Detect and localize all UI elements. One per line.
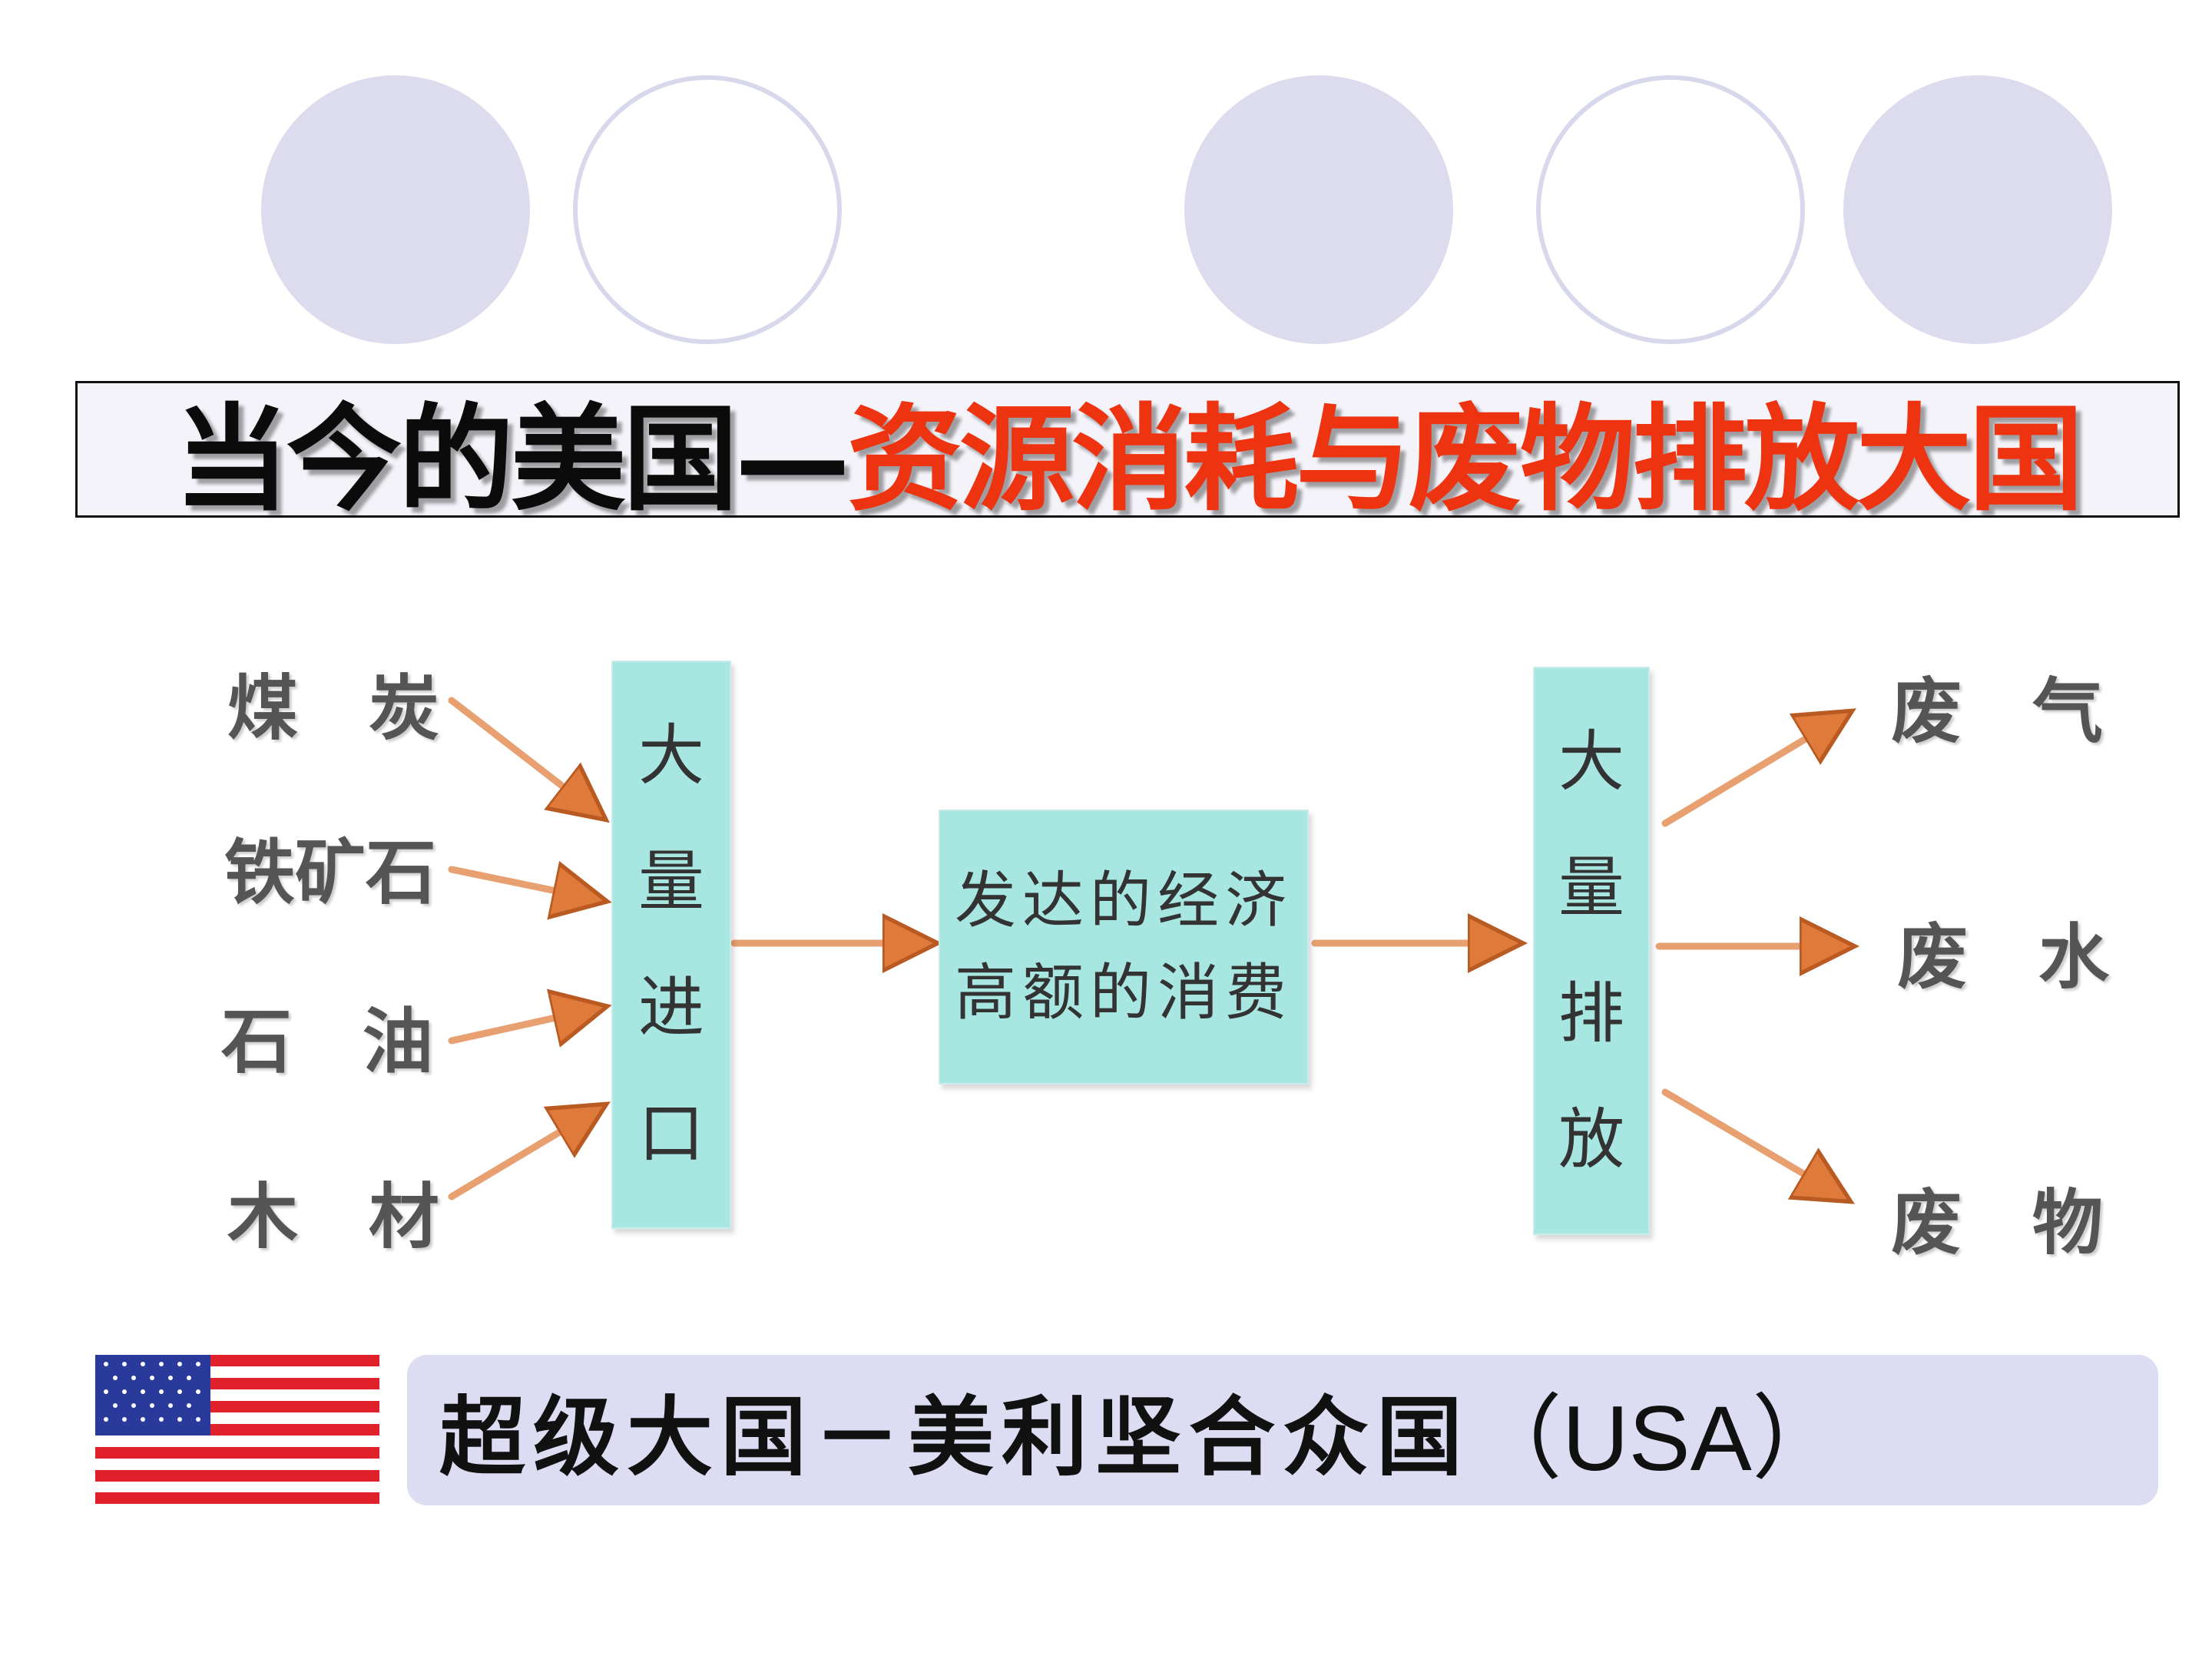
decor-circle-1 (261, 75, 530, 344)
slide-title: 当今的美国—资源消耗与废物排放大国 (75, 381, 2180, 527)
arrow-gas (1661, 714, 1846, 827)
economy-line-1: 发达的经济 (955, 865, 1293, 936)
import-box: 大 量 进 口 (611, 661, 731, 1229)
emission-char-4: 放 (1558, 1101, 1624, 1178)
arrow-solid (1661, 1088, 1845, 1198)
input-oil: 石 油 (221, 1000, 434, 1083)
arrow-oil (448, 1008, 601, 1041)
decor-circle-3 (1843, 75, 2112, 344)
banner-usa: （USA） (1470, 1387, 1844, 1490)
emission-char-1: 大 (1558, 724, 1624, 800)
emission-char-3: 排 (1558, 975, 1624, 1052)
title-part-2: 资源消耗与废物排放大国 (847, 392, 2084, 527)
input-coal: 煤 炭 (227, 667, 440, 750)
banner-text: 超级大国－美利坚合众国 (439, 1387, 1470, 1488)
arrow-wood (448, 1108, 601, 1200)
arrow-coal (448, 697, 601, 816)
import-char-2: 量 (638, 843, 704, 920)
output-solid-waste: 废 物 (1891, 1181, 2104, 1264)
output-waste-water: 废 水 (1897, 916, 2110, 998)
import-char-1: 大 (638, 717, 704, 794)
import-char-3: 进 (638, 969, 704, 1046)
arrow-ore (448, 869, 601, 900)
emission-char-2: 量 (1558, 849, 1624, 926)
import-char-4: 口 (638, 1095, 704, 1172)
economy-box: 发达的经济 高额的消费 (939, 810, 1309, 1084)
decor-ring-2 (1536, 75, 1805, 344)
input-wood: 木 材 (227, 1175, 440, 1258)
usa-flag-icon (95, 1355, 379, 1504)
decor-circle-2 (1184, 75, 1453, 344)
decor-ring-1 (573, 75, 842, 344)
emission-box: 大 量 排 放 (1533, 667, 1650, 1235)
title-part-1: 当今的美国— (174, 392, 850, 527)
economy-line-2: 高额的消费 (955, 957, 1293, 1028)
input-iron-ore: 铁矿石 (224, 831, 437, 914)
usa-banner: 超级大国－美利坚合众国（USA） (407, 1355, 2158, 1505)
output-waste-gas: 废 气 (1891, 670, 2104, 753)
